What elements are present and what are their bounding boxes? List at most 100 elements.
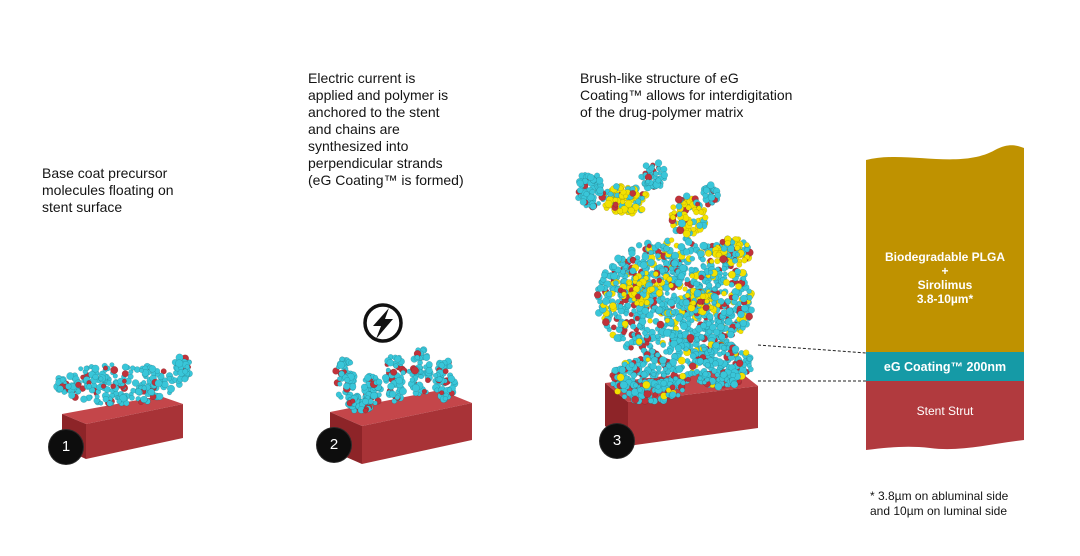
- step-2-caption: Electric current is applied and polymer …: [308, 70, 464, 188]
- atom: [675, 365, 684, 373]
- atom: [597, 284, 605, 292]
- atom: [121, 363, 129, 371]
- atom: [112, 373, 118, 379]
- atom: [123, 400, 130, 407]
- atom: [671, 210, 677, 216]
- atom: [715, 302, 721, 308]
- atom: [642, 191, 648, 197]
- atom: [409, 377, 415, 383]
- atom: [688, 266, 695, 273]
- atom: [98, 376, 104, 382]
- atom: [715, 283, 721, 289]
- atom: [646, 243, 652, 249]
- atom: [652, 271, 659, 277]
- atom: [630, 371, 638, 379]
- atom: [613, 183, 620, 190]
- atom: [628, 361, 635, 368]
- atom: [128, 394, 135, 401]
- atom: [649, 348, 656, 355]
- atom: [389, 390, 397, 398]
- atom: [579, 198, 587, 206]
- atom: [94, 394, 100, 400]
- atom: [715, 251, 722, 259]
- atom: [344, 377, 351, 384]
- atom: [682, 286, 688, 292]
- atom: [686, 219, 694, 226]
- atom: [698, 333, 705, 341]
- atom: [678, 219, 687, 228]
- atom: [739, 319, 747, 327]
- atom: [639, 261, 648, 270]
- atom: [698, 274, 705, 281]
- atom: [613, 280, 619, 286]
- atom: [610, 263, 618, 270]
- atom: [670, 309, 677, 315]
- atom: [727, 245, 735, 253]
- atom: [679, 372, 687, 380]
- atom: [660, 379, 668, 387]
- atom: [734, 322, 741, 329]
- atom: [425, 361, 433, 368]
- stent-strut-layer-label: Stent Strut: [916, 404, 974, 418]
- atom: [741, 304, 749, 313]
- atom: [621, 329, 627, 336]
- atom: [684, 276, 691, 283]
- atom: [665, 387, 672, 394]
- atom: [154, 379, 163, 388]
- atom: [730, 372, 737, 379]
- atom: [612, 311, 618, 317]
- atom: [620, 268, 626, 275]
- atom: [711, 368, 718, 375]
- atom: [652, 392, 659, 398]
- atom: [663, 328, 672, 337]
- atom: [134, 388, 142, 396]
- atom: [601, 271, 608, 279]
- atom: [712, 360, 719, 367]
- atom: [696, 205, 702, 211]
- atom: [422, 353, 431, 362]
- atom: [694, 368, 700, 375]
- atom: [675, 203, 683, 210]
- coating-layer-stack: [866, 145, 1024, 450]
- atom: [606, 290, 613, 298]
- atom: [728, 270, 736, 279]
- atom: [719, 255, 728, 264]
- atom: [130, 387, 136, 394]
- atom: [645, 179, 651, 185]
- atom: [684, 238, 693, 246]
- atom: [666, 276, 673, 283]
- atom: [596, 186, 604, 195]
- atom: [618, 366, 627, 374]
- atom: [670, 259, 679, 268]
- atom: [746, 355, 753, 362]
- atom: [699, 241, 708, 250]
- atom: [659, 301, 665, 308]
- atom: [442, 396, 448, 402]
- atom: [639, 195, 645, 201]
- atom: [616, 373, 625, 382]
- atom: [672, 376, 679, 382]
- atom: [86, 383, 92, 390]
- atom: [685, 204, 692, 211]
- atom: [742, 349, 750, 356]
- atom: [746, 288, 752, 294]
- atom: [734, 251, 740, 257]
- atom: [587, 173, 595, 181]
- atom: [655, 306, 664, 315]
- atom: [337, 361, 345, 369]
- atom: [682, 229, 691, 238]
- atom: [683, 192, 691, 200]
- atom: [664, 290, 670, 296]
- atom: [122, 378, 127, 384]
- atom: [147, 388, 155, 396]
- atom: [677, 332, 684, 339]
- atom: [92, 373, 99, 381]
- atom: [721, 344, 727, 351]
- plga-layer: [866, 145, 1024, 352]
- molecule-cluster-1: [53, 353, 193, 407]
- atom: [714, 382, 723, 391]
- atom: [662, 366, 668, 372]
- atom: [349, 383, 357, 391]
- atom: [447, 375, 456, 383]
- atom: [628, 249, 636, 257]
